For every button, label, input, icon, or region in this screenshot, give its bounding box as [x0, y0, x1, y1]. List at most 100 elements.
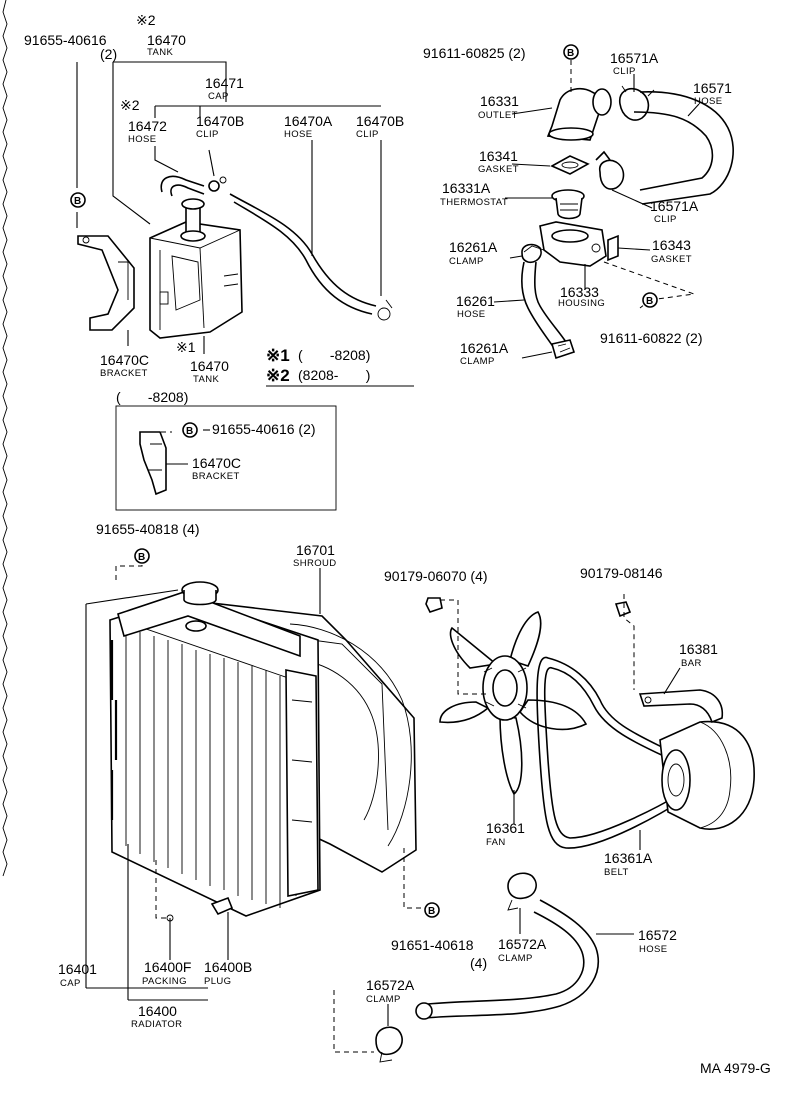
label-16470-top: 16470: [147, 32, 186, 48]
name-inset-16470C: BRACKET: [192, 471, 240, 482]
star-note-2b: ※2: [120, 97, 140, 113]
label-inset-91655-40616: 91655-40616 (2): [212, 421, 316, 437]
label-inset-16470C: 16470C: [192, 455, 241, 471]
inset-range: ( -8208): [116, 389, 188, 405]
name-16381: BAR: [681, 658, 702, 669]
label-16472: 16472: [128, 118, 167, 134]
name-16572: HOSE: [639, 944, 668, 955]
label-16572A-bottom: 16572A: [366, 977, 415, 993]
label-91655-40616-qty: (2): [100, 46, 117, 62]
legend-range-2: (8208- ): [298, 367, 370, 383]
label-16400B: 16400B: [204, 959, 252, 975]
label-16333: 16333: [560, 284, 599, 300]
label-16361: 16361: [486, 820, 525, 836]
name-16471: CAP: [208, 91, 229, 102]
label-16571: 16571: [693, 80, 732, 96]
label-16381: 16381: [679, 641, 718, 657]
name-16470-top: TANK: [147, 47, 173, 58]
name-16341: GASKET: [478, 164, 519, 175]
name-16361: FAN: [486, 837, 506, 848]
bolt-marker-b: B: [424, 902, 440, 918]
name-16401: CAP: [60, 978, 81, 989]
label-91651-40618-qty: (4): [470, 955, 487, 971]
name-16470C: BRACKET: [100, 368, 148, 379]
label-16470B-right: 16470B: [356, 113, 404, 129]
label-16400F: 16400F: [144, 959, 191, 975]
label-16471: 16471: [205, 75, 244, 91]
tank-leaders: [76, 61, 382, 354]
name-16470B-right: CLIP: [356, 129, 379, 140]
label-90179-06070: 90179-06070 (4): [384, 568, 488, 584]
name-16472: HOSE: [128, 134, 157, 145]
label-16701: 16701: [296, 542, 335, 558]
label-91655-40616: 91655-40616: [24, 32, 107, 48]
label-16401: 16401: [58, 961, 97, 977]
diagram-id: MA 4979-G: [700, 1060, 771, 1076]
label-90179-08146: 90179-08146: [580, 565, 663, 581]
name-16572A-bottom: CLAMP: [366, 994, 401, 1005]
label-16572: 16572: [638, 927, 677, 943]
name-16470-bottom: TANK: [193, 374, 219, 385]
radiator-leaders: [85, 556, 424, 1001]
inset-box: [115, 405, 337, 511]
name-16470A: HOSE: [284, 129, 313, 140]
svg-text:B: B: [428, 906, 435, 917]
svg-text:B: B: [74, 196, 81, 207]
star-note-2: ※2: [136, 12, 156, 28]
name-16400F: PACKING: [142, 976, 187, 987]
name-16571A-top: CLIP: [613, 66, 636, 77]
label-16470C: 16470C: [100, 352, 149, 368]
name-16331: OUTLET: [478, 110, 518, 121]
label-16261: 16261: [456, 293, 495, 309]
svg-text:B: B: [138, 552, 145, 563]
label-16361A: 16361A: [604, 850, 653, 866]
svg-text:B: B: [567, 48, 574, 59]
label-16331A: 16331A: [442, 180, 491, 196]
name-16261: HOSE: [457, 309, 486, 320]
name-16400B: PLUG: [204, 976, 231, 987]
bolt-marker-b: B: [134, 548, 150, 564]
thermostat-leaders: [493, 60, 700, 359]
label-16571A-top: 16571A: [610, 50, 659, 66]
legend-range-1: ( -8208): [298, 347, 370, 363]
star-note-1: ※1: [176, 339, 196, 355]
name-16333: HOUSING: [558, 298, 605, 309]
name-16400: RADIATOR: [131, 1019, 182, 1030]
label-91655-40818: 91655-40818 (4): [96, 521, 200, 537]
bolt-marker-b: B: [563, 44, 579, 60]
bolt-marker-b: B: [642, 292, 658, 308]
name-16572A-top: CLAMP: [498, 953, 533, 964]
thermostat-group-drawing: [521, 85, 734, 360]
name-16470B-left: CLIP: [196, 129, 219, 140]
label-16470A: 16470A: [284, 113, 333, 129]
label-16261A-top: 16261A: [449, 239, 498, 255]
label-16571A-bottom: 16571A: [650, 198, 699, 214]
page-edge: [2, 0, 8, 877]
name-16361A: BELT: [604, 867, 629, 878]
label-layer: 91655-40616 (2) 16470 TANK 16471 CAP 164…: [24, 12, 771, 1076]
label-16470-bottom: 16470: [190, 358, 229, 374]
fan-leaders: [440, 594, 681, 850]
legend-mark-2: ※2: [266, 366, 290, 385]
fan-belt-drawing: [425, 597, 755, 849]
name-16571A-bottom: CLIP: [654, 214, 677, 225]
name-16701: SHROUD: [293, 558, 337, 569]
name-16331A: THERMOSTAT: [440, 197, 508, 208]
label-91651-40618: 91651-40618: [391, 937, 474, 953]
label-16470B-left: 16470B: [196, 113, 244, 129]
label-16341: 16341: [479, 148, 518, 164]
name-16261A-top: CLAMP: [449, 256, 484, 267]
legend-mark-1: ※1: [266, 346, 290, 365]
hose-leaders: [333, 908, 634, 1053]
name-16571: HOSE: [694, 96, 723, 107]
name-16343: GASKET: [651, 254, 692, 265]
label-16331: 16331: [480, 93, 519, 109]
label-91611-60822: 91611-60822 (2): [600, 330, 702, 346]
label-16572A-top: 16572A: [498, 936, 547, 952]
reservoir-tank-drawing: [77, 175, 393, 339]
svg-text:B: B: [186, 426, 193, 437]
label-16343: 16343: [652, 237, 691, 253]
label-16400: 16400: [138, 1003, 177, 1019]
